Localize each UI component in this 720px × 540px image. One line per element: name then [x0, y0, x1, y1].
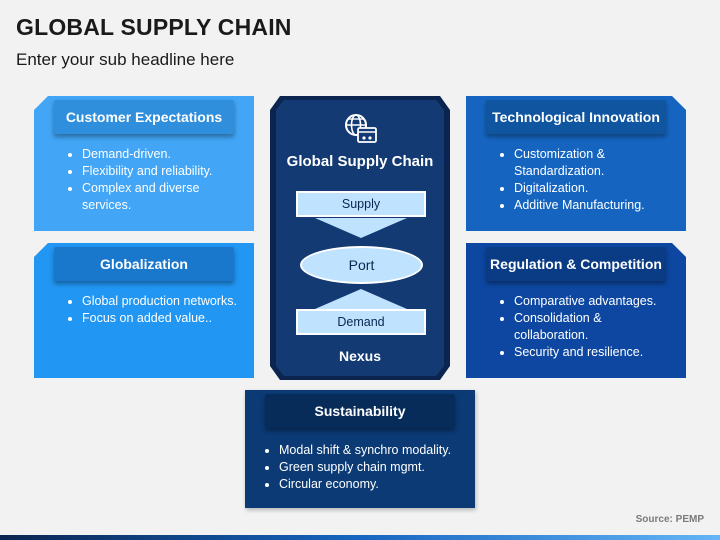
list-item: Additive Manufacturing. — [514, 197, 676, 214]
list-item: Modal shift & synchro modality. — [279, 442, 465, 459]
list-item: Comparative advantages. — [514, 293, 676, 310]
card-title: Technological Innovation — [486, 100, 666, 134]
up-arrow — [315, 289, 407, 309]
list-item: Customization & Standardization. — [514, 146, 676, 180]
page-title: GLOBAL SUPPLY CHAIN — [16, 14, 292, 40]
list-item: Green supply chain mgmt. — [279, 459, 465, 476]
card-sustainability: Sustainability Modal shift & synchro mod… — [245, 390, 475, 508]
port-oval: Port — [300, 246, 423, 284]
card-list: Customization & Standardization. Digital… — [492, 146, 676, 214]
list-item: Flexibility and reliability. — [82, 163, 244, 180]
demand-box: Demand — [296, 309, 426, 335]
card-list: Comparative advantages. Consolidation & … — [492, 293, 676, 361]
footer-bar — [0, 535, 720, 540]
card-title: Sustainability — [265, 394, 455, 428]
source-note: Source: PEMP — [635, 514, 704, 525]
card-customer-expectations: Customer Expectations Demand-driven. Fle… — [34, 96, 254, 231]
card-title: Customer Expectations — [54, 100, 234, 134]
list-item: Complex and diverse services. — [82, 180, 244, 214]
supply-box: Supply — [296, 191, 426, 217]
globe-ship-icon — [345, 114, 377, 143]
card-globalization: Globalization Global production networks… — [34, 243, 254, 378]
list-item: Demand-driven. — [82, 146, 244, 163]
card-technological-innovation: Technological Innovation Customization &… — [466, 96, 686, 231]
down-arrow — [315, 218, 407, 238]
center-title: Global Supply Chain — [286, 153, 434, 170]
list-item: Focus on added value.. — [82, 310, 244, 327]
card-list: Global production networks. Focus on add… — [60, 293, 244, 327]
list-item: Global production networks. — [82, 293, 244, 310]
card-title: Regulation & Competition — [486, 247, 666, 281]
page-subtitle: Enter your sub headline here — [16, 50, 235, 69]
card-regulation-competition: Regulation & Competition Comparative adv… — [466, 243, 686, 378]
nexus-label: Nexus — [338, 348, 382, 364]
list-item: Circular economy. — [279, 476, 465, 493]
list-item: Digitalization. — [514, 180, 676, 197]
list-item: Consolidation & collaboration. — [514, 310, 676, 344]
card-list: Modal shift & synchro modality. Green su… — [257, 442, 465, 493]
card-list: Demand-driven. Flexibility and reliabili… — [60, 146, 244, 214]
card-title: Globalization — [54, 247, 234, 281]
list-item: Security and resilience. — [514, 344, 676, 361]
